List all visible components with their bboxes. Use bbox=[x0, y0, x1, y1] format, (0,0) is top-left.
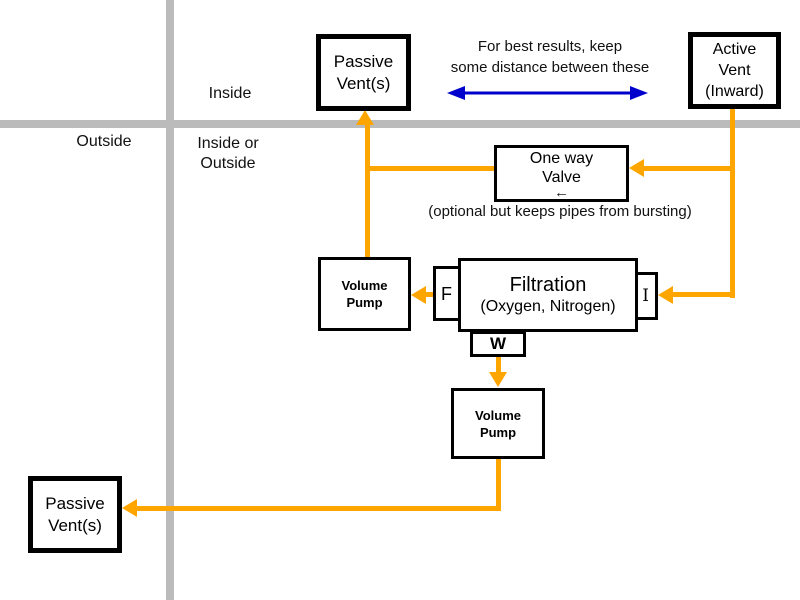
pipe-up-to-passive-vent bbox=[365, 124, 370, 257]
volume-pump-top-node: Volume Pump bbox=[318, 257, 411, 331]
arrowhead-into-passive-vent-bottom-icon bbox=[122, 499, 137, 517]
volume-pump-top-line2: Pump bbox=[346, 295, 383, 310]
one-way-valve-line2: Valve bbox=[542, 168, 581, 186]
distance-double-arrow-icon bbox=[447, 86, 648, 100]
volume-pump-bottom-line2: Pump bbox=[479, 424, 517, 440]
region-label-outside: Outside bbox=[58, 132, 150, 152]
pipe-active-vent-down bbox=[730, 108, 735, 298]
distance-note-line2: some distance between these bbox=[450, 59, 650, 76]
volume-pump-top-line1: Volume bbox=[341, 278, 388, 293]
pipe-pump-bottom-down bbox=[496, 459, 501, 511]
active-vent-line2: Vent bbox=[718, 62, 751, 79]
region-label-outside-text: Outside bbox=[76, 133, 132, 150]
distance-note-line1: For best results, keep bbox=[477, 38, 623, 55]
passive-vent-top-node: Passive Vent(s) bbox=[316, 34, 411, 111]
arrowhead-into-volume-pump-top-icon bbox=[411, 286, 426, 304]
valve-note-text: (optional but keeps pipes from bursting) bbox=[428, 203, 692, 220]
passive-vent-bottom-node: Passive Vent(s) bbox=[28, 476, 122, 553]
volume-pump-bottom-node: Volume Pump bbox=[451, 388, 545, 459]
port-f-label: F bbox=[441, 283, 452, 304]
volume-pump-bottom-line1: Volume bbox=[475, 407, 521, 423]
port-i-label: I bbox=[642, 286, 649, 306]
distance-note: For best results, keep some distance bet… bbox=[425, 36, 675, 78]
one-way-valve-node: One way Valve ← bbox=[494, 145, 629, 202]
arrowhead-into-volume-pump-bottom-icon bbox=[489, 372, 507, 387]
wall-vertical bbox=[166, 0, 174, 600]
valve-note: (optional but keeps pipes from bursting) bbox=[395, 203, 725, 221]
port-w-label: W bbox=[489, 334, 507, 353]
arrowhead-into-passive-vent-top-icon bbox=[356, 110, 374, 125]
filtration-subtitle: (Oxygen, Nitrogen) bbox=[480, 298, 616, 315]
filtration-node: Filtration (Oxygen, Nitrogen) bbox=[458, 258, 638, 332]
pipe-branch-to-valve bbox=[644, 166, 735, 171]
region-label-inside-or-outside-line2: Outside bbox=[200, 155, 256, 172]
pipe-bottom-horizontal bbox=[137, 506, 501, 511]
wall-horizontal bbox=[0, 120, 800, 128]
pipe-valve-to-junction bbox=[367, 166, 494, 171]
passive-vent-top-line1: Passive bbox=[333, 51, 394, 71]
arrowhead-into-intake-icon bbox=[658, 286, 673, 304]
region-label-inside-text: Inside bbox=[208, 85, 252, 102]
active-vent-line1: Active bbox=[712, 41, 757, 58]
pipe-filter-to-pump bbox=[426, 292, 433, 297]
passive-vent-top-line2: Vent(s) bbox=[336, 73, 391, 93]
region-label-inside-or-outside: Inside or Outside bbox=[180, 134, 276, 174]
passive-vent-bottom-line2: Vent(s) bbox=[48, 515, 102, 535]
region-label-inside-or-outside-line1: Inside or bbox=[197, 135, 259, 152]
passive-vent-bottom-line1: Passive bbox=[45, 493, 105, 513]
active-vent-line3: (Inward) bbox=[705, 83, 764, 100]
filtration-title: Filtration bbox=[509, 274, 587, 296]
arrowhead-into-valve-icon bbox=[629, 159, 644, 177]
one-way-valve-line1: One way bbox=[529, 149, 594, 167]
active-vent-node: Active Vent (Inward) bbox=[688, 32, 781, 109]
port-w-box: W bbox=[470, 331, 526, 357]
pipe-into-intake bbox=[672, 292, 735, 297]
region-label-inside: Inside bbox=[185, 84, 275, 104]
valve-direction-arrow-icon: ← bbox=[554, 183, 569, 201]
pipe-waste-down bbox=[496, 357, 501, 373]
